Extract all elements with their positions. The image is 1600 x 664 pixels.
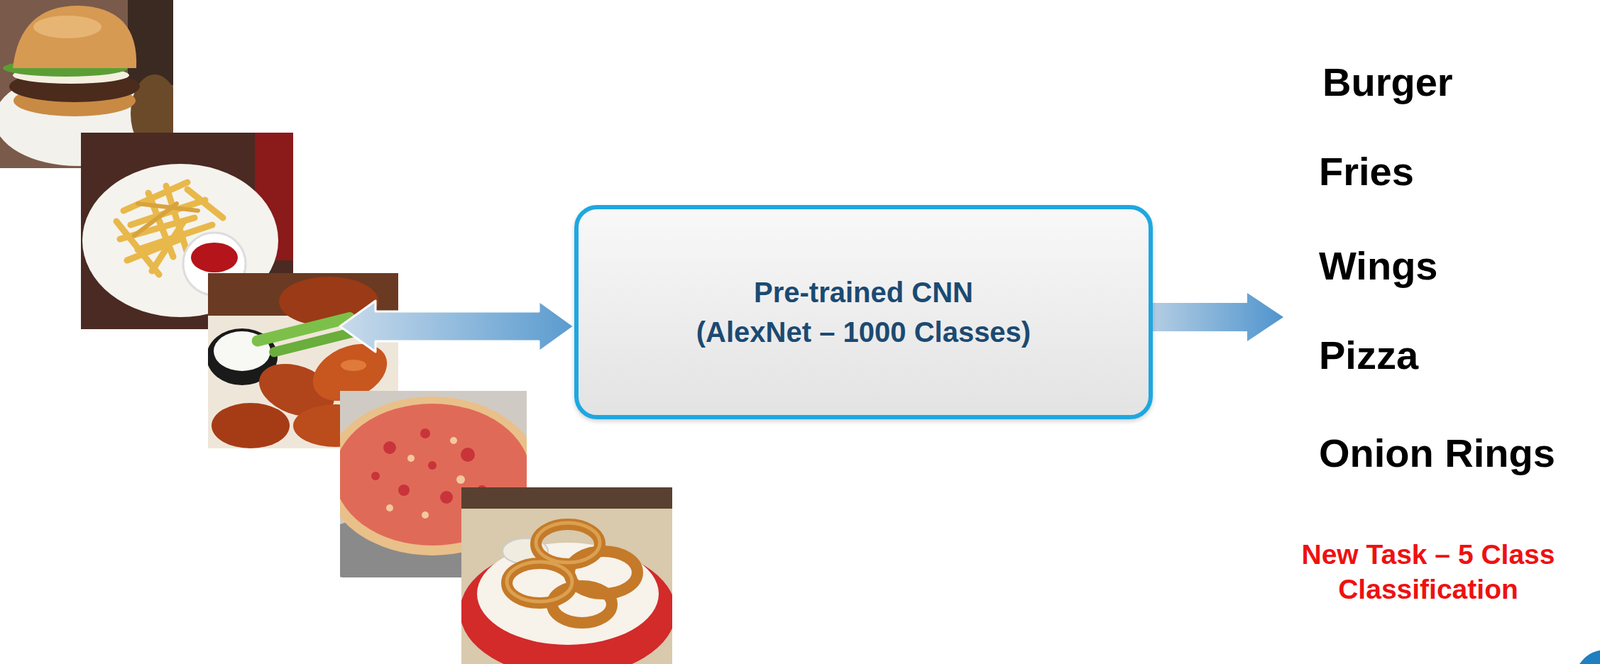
- class-label: Pizza: [1318, 332, 1419, 379]
- pizza-photo-part-part: [456, 475, 465, 485]
- onion-rings-photo-part-part: [552, 586, 612, 624]
- pizza-photo-part-part: [407, 455, 415, 463]
- wings-photo-part: [211, 403, 290, 449]
- pizza-photo-part-part: [383, 441, 397, 455]
- onion-rings-photo-part: [506, 523, 600, 602]
- burger-photo-part: [127, 0, 174, 86]
- onion-rings-photo-part-part: [535, 523, 600, 563]
- task-note: New Task – 5 Class Classification: [1279, 538, 1578, 608]
- model-box: Pre-trained CNN (AlexNet – 1000 Classes): [574, 205, 1153, 420]
- fries-photo-part-part: [116, 221, 160, 275]
- output-arrow: [1152, 293, 1284, 342]
- pizza-photo-part-part: [421, 511, 429, 519]
- class-label: Onion Rings: [1318, 430, 1556, 477]
- pizza-photo-part-part: [420, 428, 431, 439]
- fries-photo-part: [190, 242, 238, 273]
- burger-photo-part: [12, 5, 137, 69]
- logo-fragment: [1574, 650, 1600, 664]
- fries-photo-part: [134, 203, 199, 236]
- pizza-photo-part-part: [386, 504, 394, 512]
- pizza-photo-part: [386, 437, 465, 519]
- class-label: Fries: [1318, 148, 1415, 195]
- class-label: Wings: [1318, 242, 1438, 289]
- pizza-photo-part-part: [428, 461, 437, 470]
- onion-rings-photo-part: [477, 543, 659, 646]
- pizza-photo-part-part: [450, 437, 458, 445]
- onion-rings-photo-part-part: [506, 562, 573, 602]
- onion-rings-photo-part: [461, 487, 673, 509]
- wings-photo-part: [340, 359, 367, 372]
- onion-rings-photo-part: [506, 524, 638, 624]
- burger-photo-part: [33, 15, 102, 39]
- fries-photo-part-part: [187, 189, 223, 218]
- fries-photo-part-part: [134, 203, 177, 236]
- pizza-photo-part-part: [440, 491, 453, 504]
- pizza-photo-part-part: [398, 484, 410, 497]
- fries-photo-part-part: [151, 221, 184, 272]
- pizza-photo-part-part: [460, 447, 475, 463]
- class-label: Burger: [1322, 58, 1454, 106]
- model-label: Pre-trained CNN (AlexNet – 1000 Classes): [650, 272, 1077, 353]
- onion-rings-photo: [459, 487, 676, 664]
- double-arrow: [340, 300, 575, 353]
- pizza-photo-part-part: [371, 472, 380, 481]
